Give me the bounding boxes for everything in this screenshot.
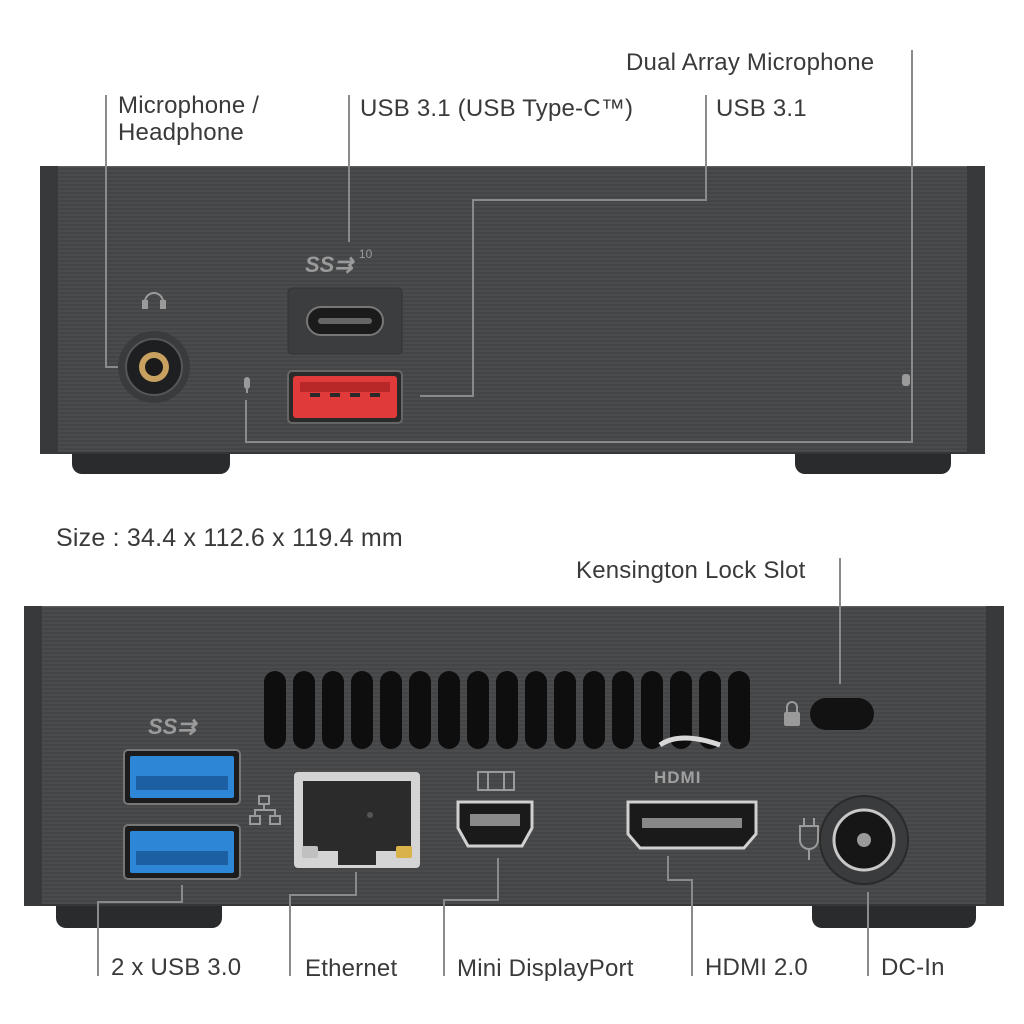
front-leader-lines (105, 50, 913, 443)
lock-icon (784, 701, 800, 726)
label-kensington-lock-slot: Kensington Lock Slot (576, 557, 806, 584)
label-microphone-headphone: Microphone / Headphone (118, 92, 260, 146)
mini-displayport-icon (477, 771, 515, 791)
label-usb-30: 2 x USB 3.0 (111, 954, 242, 981)
label-hdmi-20: HDMI 2.0 (705, 954, 808, 981)
usb-type-c-port (287, 287, 403, 355)
size-text: Size : 34.4 x 112.6 x 119.4 mm (56, 524, 403, 552)
hdmi-logo-text: HDMI (654, 768, 702, 787)
usb-ss-logo-front: SS⇉ 10 (305, 246, 373, 277)
power-plug-icon (799, 818, 819, 860)
label-dc-in: DC-In (881, 954, 945, 981)
label-dual-array-microphone: Dual Array Microphone (626, 49, 875, 76)
vent-grille (264, 671, 750, 749)
usb-ss-logo-rear-text: SS (148, 714, 178, 739)
microphone-right-icon (902, 374, 910, 386)
rear-leader-lines (97, 558, 869, 976)
hdmi-port (626, 800, 758, 850)
label-ethernet: Ethernet (305, 955, 398, 982)
microphone-icon (244, 377, 250, 393)
hdmi-logo: HDMI (654, 768, 701, 788)
kensington-slot (810, 698, 874, 730)
mini-displayport-port (456, 800, 534, 848)
label-usb-31: USB 3.1 (716, 95, 807, 122)
usb-ss-logo-front-sup: 10 (358, 246, 373, 261)
rear-foot-right (812, 906, 976, 928)
front-foot-left (72, 454, 230, 474)
audio-jack (118, 331, 190, 403)
dc-in-port (819, 795, 909, 885)
headphone-icon (142, 292, 166, 309)
fan-blade-glimpse (658, 735, 721, 748)
label-usb-type-c: USB 3.1 (USB Type-C™) (360, 95, 634, 122)
label-mini-displayport: Mini DisplayPort (457, 955, 634, 982)
usb-ss-logo-front-text: SS (305, 252, 335, 277)
front-panel (40, 166, 985, 454)
network-icon (249, 795, 281, 825)
ethernet-port (294, 772, 420, 868)
usb-31-port (287, 370, 403, 424)
usb-30-port-top (123, 749, 241, 805)
usb-30-port-bottom (123, 824, 241, 880)
front-foot-right (795, 454, 951, 474)
usb-ss-logo-rear: SS⇉ (148, 714, 196, 739)
